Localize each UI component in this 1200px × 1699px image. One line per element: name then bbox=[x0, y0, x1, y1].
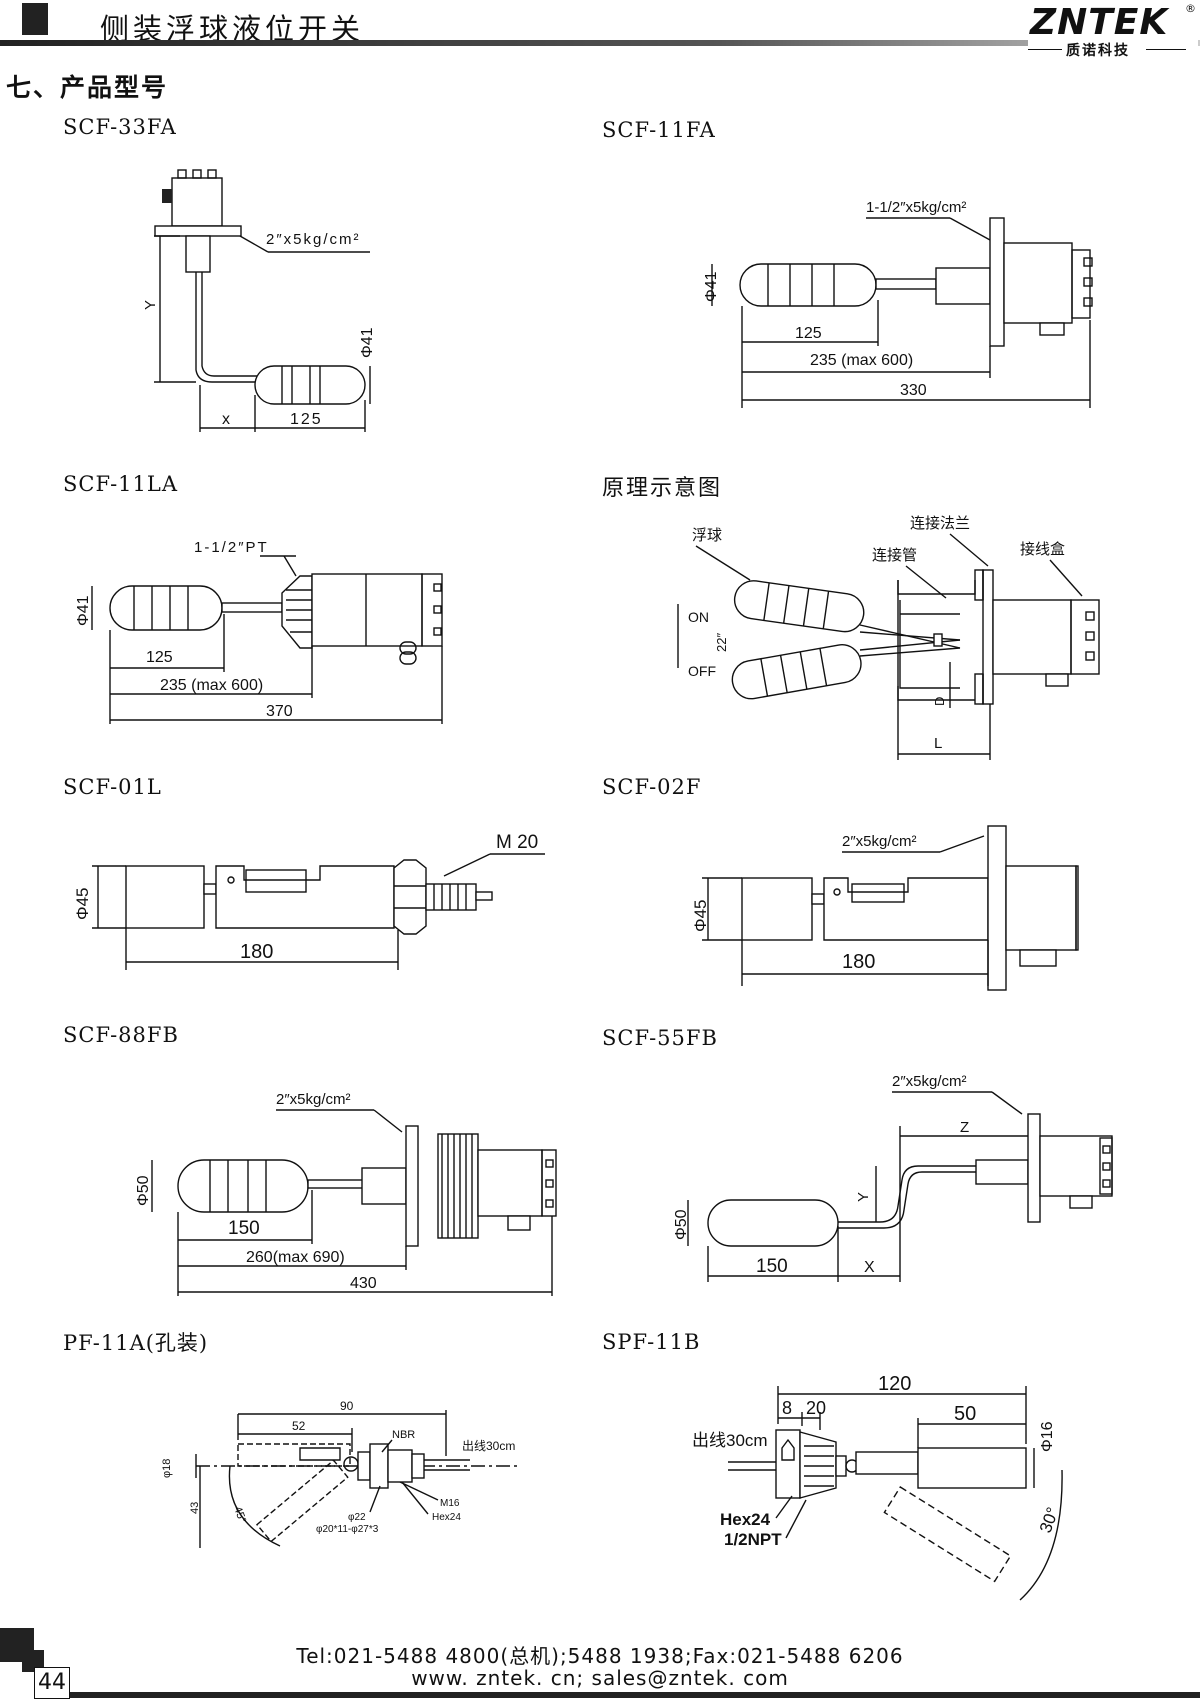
scf-88fb-dim-260: 260(max 690) bbox=[246, 1249, 345, 1266]
header-square bbox=[22, 3, 48, 35]
scf-11la-dim-125: 125 bbox=[146, 649, 173, 666]
spf-11b-cable-label: 出线30cm bbox=[692, 1431, 768, 1450]
pf-11a-phi18: φ18 bbox=[161, 1459, 173, 1478]
scf-33fa-diameter: Φ41 bbox=[359, 327, 376, 358]
principle-flange-label: 连接法兰 bbox=[910, 515, 970, 532]
pf-11a-dim-90: 90 bbox=[340, 1399, 354, 1413]
scf-11fa-dim-235: 235 (max 600) bbox=[810, 352, 913, 369]
brand-line-right bbox=[1146, 49, 1186, 50]
spf-11b-phi16: Φ16 bbox=[1039, 1421, 1056, 1452]
pf-11a-phi20: φ20*11-φ27*3 bbox=[316, 1524, 379, 1535]
diagram-scf-33fa: Y 2″x5kg/cm² Φ41 x 125 bbox=[142, 169, 376, 432]
scf-33fa-length: 125 bbox=[290, 411, 323, 428]
pf-11a-nbr-label: NBR bbox=[392, 1429, 415, 1441]
model-label-scf-11la: SCF-11LA bbox=[63, 472, 179, 496]
section-title: 七、产品型号 bbox=[6, 73, 169, 102]
scf-11fa-diameter: Φ41 bbox=[703, 271, 720, 302]
brand-name: ZNTEK bbox=[1030, 2, 1169, 43]
scf-55fb-z-dim: Z bbox=[960, 1119, 969, 1136]
spf-11b-dim-50: 50 bbox=[954, 1403, 976, 1425]
diagram-principle: 浮球 连接法兰 连接管 接线盒 ON OFF 22″ D L bbox=[677, 515, 1100, 760]
principle-angle-label: 22″ bbox=[714, 633, 729, 652]
pf-11a-dim-52: 52 bbox=[292, 1419, 306, 1433]
scf-01l-diameter: Φ45 bbox=[73, 888, 92, 920]
scf-01l-length: 180 bbox=[240, 941, 273, 963]
scf-11la-thread-spec: 1-1/2″PT bbox=[194, 539, 269, 556]
principle-junction-box-label: 接线盒 bbox=[1020, 541, 1065, 558]
pf-11a-angle: 45° bbox=[231, 1505, 248, 1525]
scf-01l-thread-spec: M 20 bbox=[496, 832, 538, 853]
brand-subtitle: 质诺科技 bbox=[1066, 43, 1130, 59]
diagram-scf-01l: M 20 Φ45 180 bbox=[73, 832, 545, 970]
model-label-spf-11b: SPF-11B bbox=[602, 1330, 701, 1354]
header-rule bbox=[0, 40, 1200, 46]
footer-contact-phone: Tel:021-5488 4800(总机);5488 1938;Fax:021-… bbox=[296, 1644, 904, 1668]
model-label-scf-01l: SCF-01L bbox=[63, 775, 162, 799]
spf-11b-angle: 30° bbox=[1036, 1505, 1063, 1536]
spf-11b-npt: 1/2NPT bbox=[724, 1530, 782, 1549]
footer-corner-block-2 bbox=[22, 1650, 44, 1672]
scf-88fb-dim-430: 430 bbox=[350, 1275, 377, 1292]
model-label-scf-02f: SCF-02F bbox=[602, 775, 702, 799]
scf-02f-diameter: Φ45 bbox=[691, 900, 710, 932]
model-label-scf-11fa: SCF-11FA bbox=[602, 118, 716, 142]
spf-11b-dim-120: 120 bbox=[878, 1373, 911, 1395]
scf-33fa-y-dim: Y bbox=[142, 300, 159, 310]
spf-11b-dim-8: 8 bbox=[782, 1398, 792, 1418]
diagram-scf-55fb: 2″x5kg/cm² Z Y Φ50 150 X bbox=[673, 1073, 1113, 1282]
scf-55fb-y-dim: Y bbox=[855, 1192, 872, 1202]
principle-float-label: 浮球 bbox=[692, 527, 722, 544]
model-label-principle: 原理示意图 bbox=[602, 476, 723, 501]
diagram-scf-02f: 2″x5kg/cm² Φ45 180 bbox=[691, 825, 1079, 991]
principle-d-label: D bbox=[932, 697, 947, 706]
principle-l-label: L bbox=[934, 735, 942, 752]
scf-88fb-diameter: Φ50 bbox=[135, 1175, 152, 1206]
scf-55fb-x-dim: X bbox=[864, 1259, 875, 1276]
spf-11b-hex: Hex24 bbox=[720, 1510, 771, 1529]
scf-55fb-length: 150 bbox=[756, 1256, 788, 1277]
scf-88fb-dim-150: 150 bbox=[228, 1218, 260, 1239]
diagram-scf-88fb: 2″x5kg/cm² Φ50 150 260(max 690) 430 bbox=[135, 1091, 557, 1296]
diagram-scf-11fa: 1-1/2″x5kg/cm² Φ41 125 235 (max 600) 330 bbox=[703, 199, 1093, 408]
footer-rule bbox=[70, 1692, 1200, 1698]
scf-11fa-flange-spec: 1-1/2″x5kg/cm² bbox=[866, 199, 966, 216]
page-number: 44 bbox=[34, 1667, 70, 1699]
model-label-scf-33fa: SCF-33FA bbox=[63, 115, 177, 139]
scf-33fa-flange-spec: 2″x5kg/cm² bbox=[266, 231, 361, 248]
brand-logo: ZNTEK ® 质诺科技 bbox=[1028, 2, 1198, 60]
spf-11b-dim-20: 20 bbox=[806, 1398, 826, 1418]
scf-55fb-flange-spec: 2″x5kg/cm² bbox=[892, 1073, 967, 1090]
pf-11a-phi22: φ22 bbox=[348, 1512, 366, 1523]
scf-33fa-x-dim: x bbox=[222, 411, 230, 428]
scf-11la-diameter: Φ41 bbox=[75, 595, 92, 626]
model-label-scf-88fb: SCF-88FB bbox=[63, 1023, 179, 1047]
scf-11la-dim-235: 235 (max 600) bbox=[160, 677, 263, 694]
diagram-spf-11b: 120 8 20 50 出线30cm Φ16 Hex24 1/2NPT 30° bbox=[692, 1373, 1063, 1601]
diagram-pf-11a: 90 52 NBR 出线30cm φ18 43 45° M16 φ22 φ20*… bbox=[161, 1399, 520, 1548]
scf-02f-length: 180 bbox=[842, 951, 875, 973]
pf-11a-hex: Hex24 bbox=[432, 1512, 461, 1523]
scf-02f-flange-spec: 2″x5kg/cm² bbox=[842, 833, 917, 850]
diagram-scf-11la: 1-1/2″PT Φ41 125 235 (max 600) 370 bbox=[75, 539, 443, 724]
scf-11fa-dim-125: 125 bbox=[795, 325, 822, 342]
model-label-scf-55fb: SCF-55FB bbox=[602, 1026, 718, 1050]
brand-line-left bbox=[1028, 49, 1062, 50]
scf-55fb-diameter: Φ50 bbox=[673, 1209, 690, 1240]
pf-11a-dim-43: 43 bbox=[189, 1502, 201, 1514]
footer-contact-web: www. zntek. cn; sales@zntek. com bbox=[411, 1666, 789, 1690]
pf-11a-cable-label: 出线30cm bbox=[462, 1439, 515, 1453]
model-label-pf-11a: PF-11A(孔装) bbox=[63, 1331, 209, 1355]
scf-11la-dim-370: 370 bbox=[266, 703, 293, 720]
principle-pipe-label: 连接管 bbox=[872, 547, 917, 564]
principle-off-label: OFF bbox=[688, 663, 716, 679]
principle-on-label: ON bbox=[688, 609, 709, 625]
scf-11fa-dim-330: 330 bbox=[900, 382, 927, 399]
brand-registered-mark: ® bbox=[1185, 2, 1196, 15]
pf-11a-m16: M16 bbox=[440, 1498, 460, 1509]
scf-88fb-flange-spec: 2″x5kg/cm² bbox=[276, 1091, 351, 1108]
